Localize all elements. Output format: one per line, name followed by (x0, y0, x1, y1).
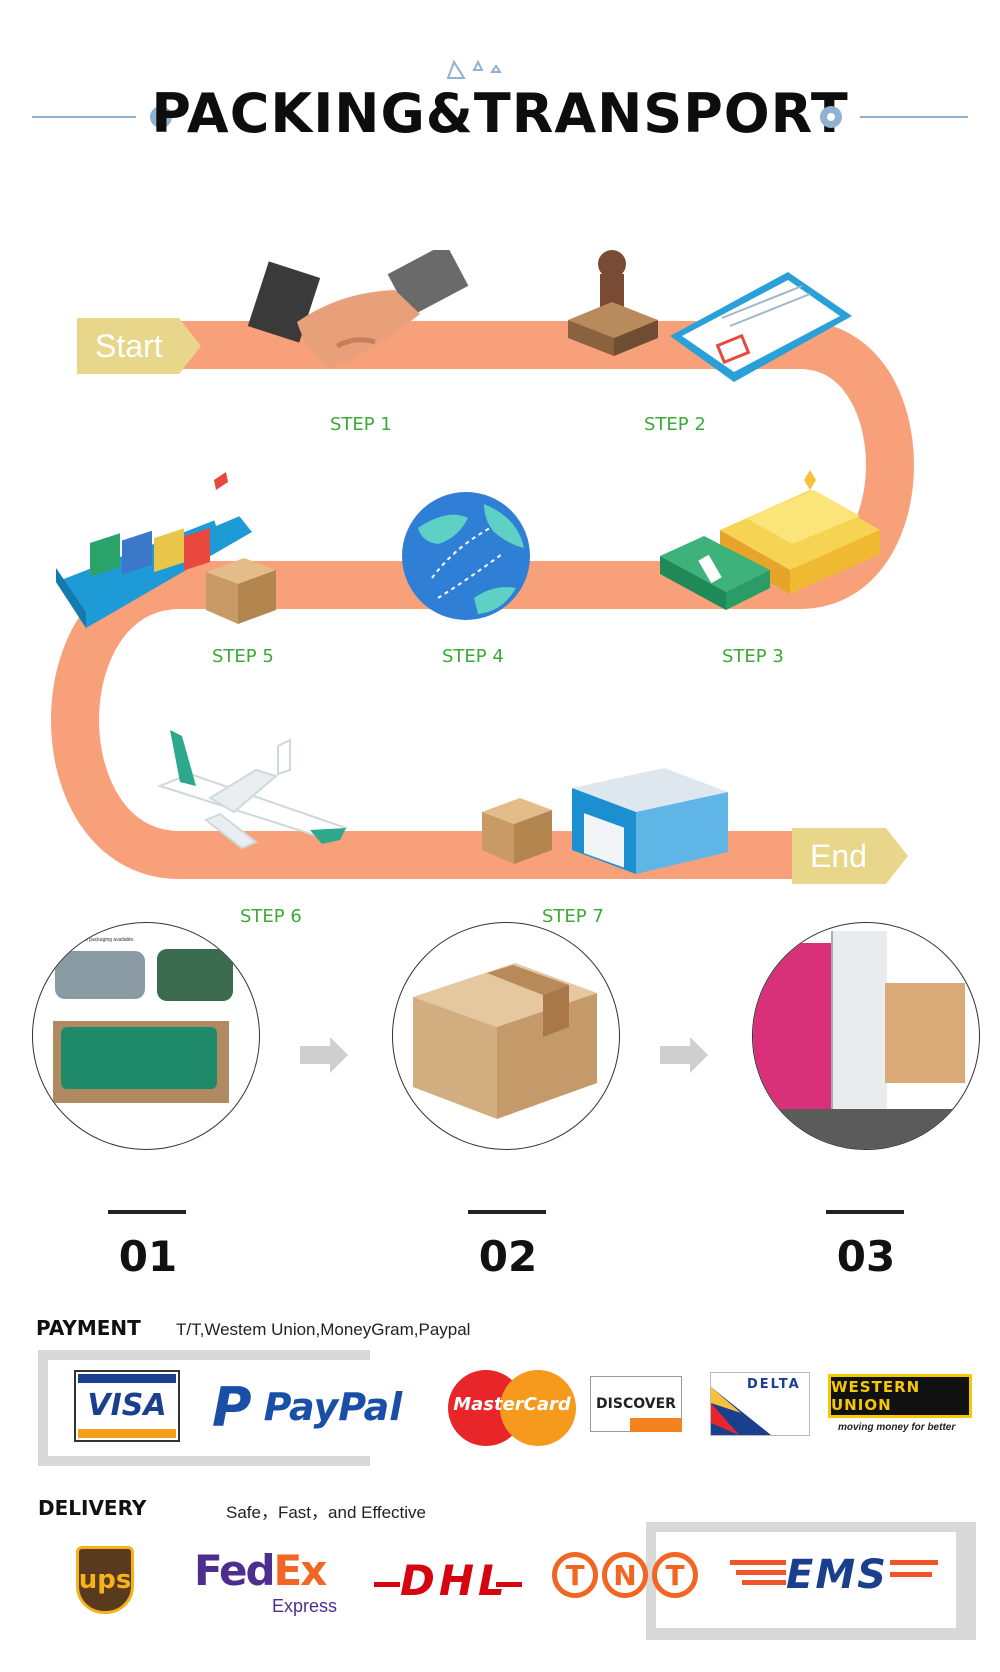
western-union-tagline: moving money for better (838, 1422, 956, 1433)
contract-stamp-icon (568, 250, 852, 382)
title-line-right (860, 116, 968, 118)
step-1-label: STEP 1 (330, 414, 392, 435)
fedex-fed-text: Fed (194, 1546, 276, 1595)
delta-triangle-icon (711, 1387, 771, 1435)
dhl-logo: DHL (374, 1556, 524, 1608)
gear-icon (820, 106, 842, 128)
step-number-03: 03 (836, 1232, 896, 1281)
triangle-decoration-icon (446, 59, 502, 79)
discover-stripe (630, 1418, 682, 1432)
fedex-wordmark: FedEx (194, 1546, 328, 1595)
paypal-p-icon: P (212, 1375, 252, 1439)
delivery-logos-frame-inner (656, 1532, 956, 1628)
tnt-letter-n: N (602, 1552, 648, 1598)
money-gold-icon (660, 470, 880, 610)
warehouse-icon (572, 768, 728, 874)
packing-photo-carton (392, 922, 620, 1150)
step-2-label: STEP 2 (644, 414, 706, 435)
step-number-01: 01 (118, 1232, 178, 1281)
step-7-label: STEP 7 (542, 906, 604, 927)
shoes-bag-green (157, 949, 233, 1001)
process-road (51, 321, 914, 879)
visa-logo: VISA (74, 1370, 180, 1442)
tnt-letter-t: T (552, 1552, 598, 1598)
western-union-logo: WESTERN UNION moving money for better (828, 1374, 972, 1438)
tnt-letter-t2: T (652, 1552, 698, 1598)
photo-caption: custom shoes packaging available. (57, 937, 135, 943)
dhl-text: DHL (400, 1556, 509, 1605)
title-decoration (446, 56, 506, 89)
ems-stripe (742, 1580, 786, 1585)
fedex-ex-text: Ex (273, 1546, 328, 1595)
discover-text: DISCOVER (596, 1396, 676, 1412)
mastercard-orange-circle (500, 1370, 576, 1446)
step-4-label: STEP 4 (442, 646, 504, 667)
visa-text: VISA (87, 1388, 167, 1423)
delta-text: DELTA (747, 1377, 801, 1392)
delivery-tagline: Safe，Fast，and Effective (226, 1503, 427, 1522)
handshake-icon (247, 250, 469, 368)
dhl-stripe-left (374, 1582, 400, 1587)
step-5-label: STEP 5 (212, 646, 274, 667)
mastercard-text: MasterCard (453, 1394, 571, 1415)
end-flag: End (792, 828, 908, 884)
ems-logo: EMS (730, 1552, 940, 1612)
ems-stripe (890, 1560, 938, 1565)
step-3-label: STEP 3 (722, 646, 784, 667)
gear-icon (150, 106, 172, 128)
page-title: PACKING&TRANSPORT (151, 82, 849, 145)
packing-photo-container-loading (752, 922, 980, 1150)
visa-stripe-top (78, 1374, 176, 1383)
western-union-box: WESTERN UNION (828, 1374, 972, 1418)
carton-box-icon (413, 963, 597, 1119)
visa-stripe-bottom (78, 1429, 176, 1438)
paypal-text: PayPal (263, 1385, 403, 1429)
delivery-heading: DELIVERY (38, 1496, 147, 1520)
ems-text: EMS (786, 1552, 888, 1598)
airplane-icon (157, 730, 349, 850)
delta-logo: DELTA (710, 1372, 810, 1436)
payment-heading: PAYMENT (36, 1316, 141, 1340)
step-number-02: 02 (478, 1232, 538, 1281)
dhl-stripe-right (496, 1582, 522, 1587)
arrow-right-icon (300, 1037, 348, 1073)
packing-photo-shoes: custom shoes packaging available. (32, 922, 260, 1150)
cargo-boxes (885, 983, 965, 1083)
number-underline (826, 1210, 904, 1214)
number-underline (468, 1210, 546, 1214)
ems-stripe (730, 1560, 786, 1565)
paypal-logo: P PayPal (212, 1375, 432, 1439)
step-6-label: STEP 6 (240, 906, 302, 927)
globe-icon (402, 492, 530, 620)
shoes-bag-grey (55, 951, 145, 999)
title-line-left (32, 116, 136, 118)
cargo-ship-icon (56, 472, 252, 628)
western-union-text: WESTERN UNION (831, 1378, 921, 1414)
fedex-express-text: Express (272, 1596, 338, 1616)
mastercard-logo: MasterCard (448, 1370, 576, 1446)
truck-floor (753, 1109, 979, 1149)
payment-methods: T/T,Westem Union,MoneyGram,Paypal (176, 1320, 471, 1339)
shipping-box-icon (482, 798, 552, 864)
start-flag: Start (77, 318, 201, 374)
container-pink (753, 943, 831, 1113)
fedex-logo: FedEx Express (194, 1546, 354, 1618)
ups-logo: ups (76, 1546, 134, 1614)
shoes-in-box (61, 1027, 217, 1089)
ems-stripe (890, 1572, 932, 1577)
ups-text: ups (78, 1565, 132, 1595)
ems-stripe (736, 1570, 786, 1575)
container-door (831, 931, 887, 1111)
shipping-box-icon (206, 558, 276, 624)
number-underline (108, 1210, 186, 1214)
tnt-logo: T N T (552, 1552, 700, 1612)
arrow-right-icon (660, 1037, 708, 1073)
